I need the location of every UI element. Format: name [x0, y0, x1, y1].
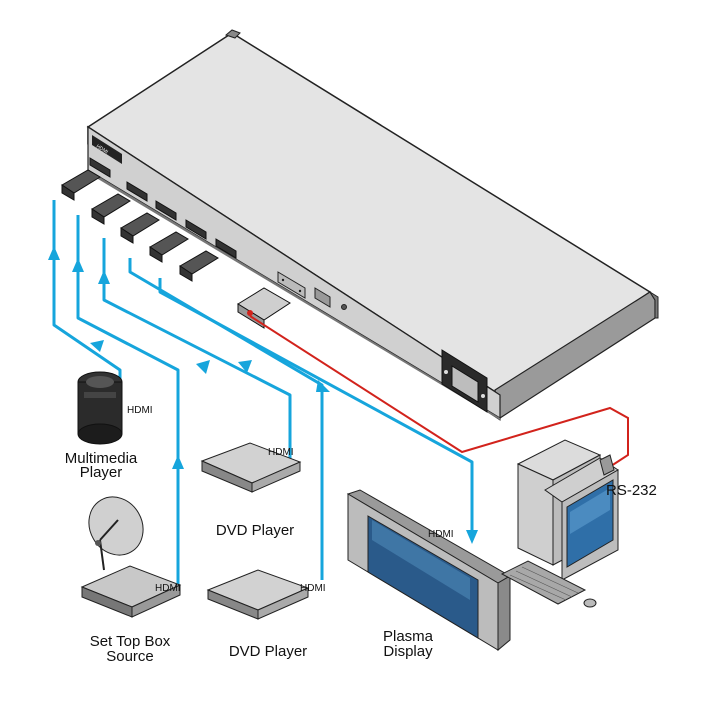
- hdmi-connector-4: [149, 231, 189, 263]
- arrow-up-1: [48, 246, 60, 260]
- cable-plasma: [158, 278, 474, 537]
- set-top-box-label-2: Source: [106, 648, 154, 665]
- dvd-player-1-label: DVD Player: [216, 522, 294, 539]
- plasma-display-label-2: Display: [383, 643, 433, 660]
- arrow-up-3: [98, 270, 110, 284]
- cable-dvd-1: [102, 238, 292, 460]
- rs232-db9-plug: [237, 287, 291, 329]
- device-right-ear-edge: [649, 291, 659, 319]
- port-hdmi-4: [185, 219, 207, 240]
- arrow-diag-2: [196, 360, 210, 374]
- hdmi-logo-text: HDMI: [95, 144, 109, 156]
- multimedia-player-label-2: Player: [80, 464, 123, 481]
- rs232-label: RS-232: [606, 482, 657, 499]
- set-top-box-label-1: Set Top Box: [90, 633, 171, 650]
- multimedia-player-label-1: Multimedia: [65, 450, 138, 467]
- device-left-rim: [224, 29, 241, 39]
- hdmi-label-dvd-1: HDMI: [268, 447, 294, 458]
- hdmi-label-multimedia: HDMI: [127, 405, 153, 416]
- hdmi-connectors: [61, 169, 291, 329]
- hdmi-label-plasma: HDMI: [428, 529, 454, 540]
- rs232-cable: [249, 315, 629, 469]
- hdmi-connector-3: [120, 212, 160, 244]
- device-reset-button: [341, 304, 347, 310]
- arrow-diag-3: [238, 360, 252, 373]
- arrow-up-2: [72, 258, 84, 272]
- arrow-diag-1: [90, 340, 104, 352]
- set-top-box-device: [80, 565, 182, 618]
- hdmi-label-dvd-2: HDMI: [300, 583, 326, 594]
- hdmi-logo-badge: HDMI: [92, 135, 122, 164]
- device-rs232-port: [277, 271, 306, 299]
- plasma-display-device: [346, 489, 511, 652]
- dvd-player-2-label: DVD Player: [229, 643, 307, 660]
- computer-device: [500, 439, 619, 608]
- satellite-dish: [88, 496, 144, 571]
- hdmi-connector-2: [91, 193, 131, 225]
- device-ethernet-port: [314, 287, 331, 308]
- port-output: [215, 238, 237, 259]
- device-power-socket: [441, 349, 488, 413]
- plasma-display-label-1: Plasma: [383, 628, 434, 645]
- arrow-diag-plasma: [316, 380, 330, 392]
- port-hdmi-1: [89, 157, 111, 178]
- hdmi-connector-1: [61, 169, 101, 201]
- arrow-down-plasma: [466, 530, 478, 544]
- arrow-up-4: [172, 455, 184, 469]
- hdmi-label-set-top-box: HDMI: [155, 583, 181, 594]
- dvd-player-2-device: [206, 569, 310, 620]
- device-panel-shadow: [88, 170, 500, 420]
- mouse: [583, 598, 597, 608]
- port-hdmi-3: [155, 200, 177, 221]
- hdmi-switcher-device: HDMI: [86, 29, 659, 421]
- port-hdmi-2: [126, 181, 148, 202]
- multimedia-player-device: [77, 371, 123, 445]
- labels: HDMI Multimedia Player HDMI DVD Player H…: [65, 405, 657, 665]
- hdmi-cables: [48, 200, 478, 590]
- dvd-player-1-device: [200, 442, 302, 493]
- hdmi-connector-output: [179, 250, 219, 282]
